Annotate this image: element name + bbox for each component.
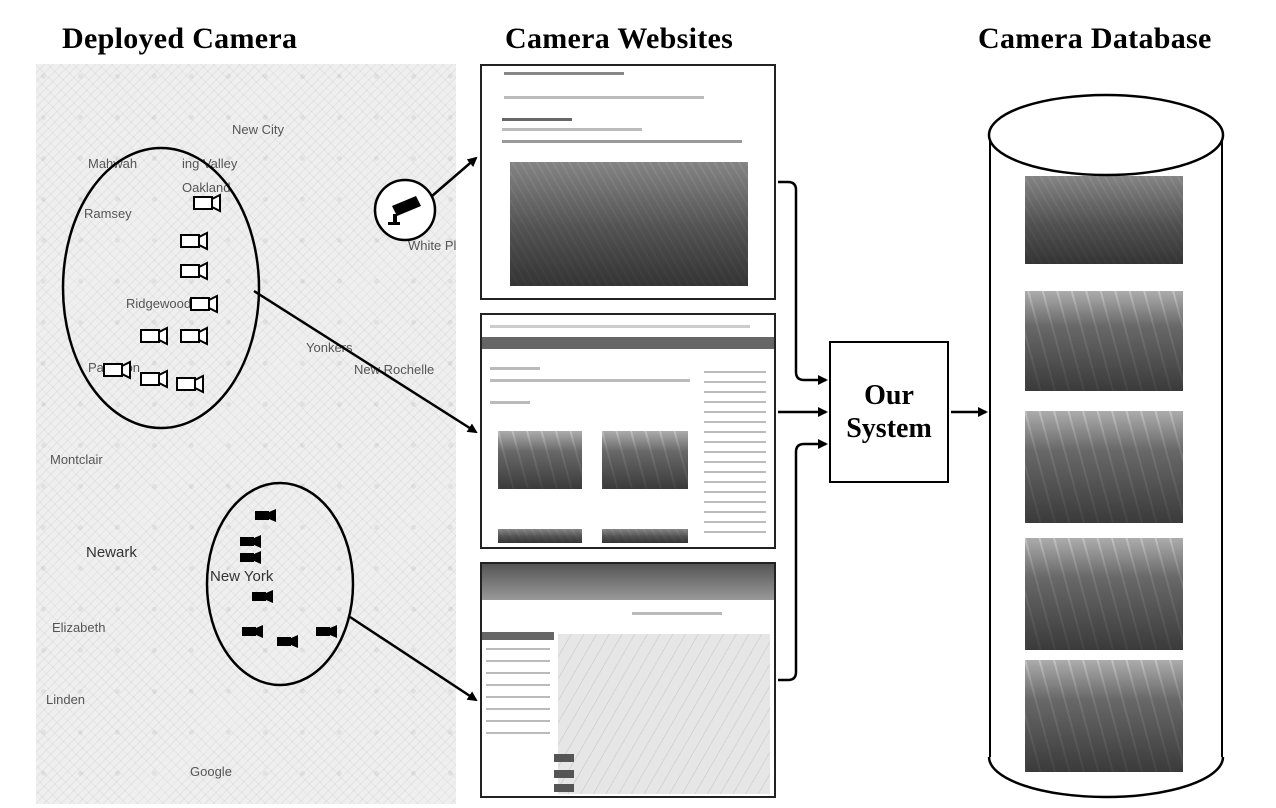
- camera-icon: [316, 625, 337, 638]
- map-label: Mahwah: [88, 156, 138, 171]
- our-system-label-line1: Our: [864, 379, 914, 411]
- database-cylinder-top: [987, 93, 1225, 177]
- camera-icons-newyork: [240, 509, 337, 648]
- camera-websites-header: Camera Websites: [505, 22, 734, 55]
- map-label: New Rochelle: [354, 362, 435, 377]
- camera-feed-image: [602, 431, 688, 489]
- camera-website-2: [480, 313, 776, 549]
- arrow-website3-to-system: [778, 439, 828, 682]
- map-label: Yonkers: [306, 340, 353, 355]
- camera-icon: [180, 261, 208, 281]
- map-label: New City: [232, 122, 285, 137]
- map-label: Ridgewood: [126, 296, 192, 311]
- camera-icon: [176, 374, 204, 394]
- camera-website-3: [480, 562, 776, 798]
- camera-icon: [240, 535, 261, 548]
- map-label: Ramsey: [84, 206, 132, 221]
- our-system-label-line2: System: [846, 413, 932, 444]
- arrow-map-to-website2: [253, 289, 478, 434]
- camera-icon: [180, 326, 208, 346]
- database-cylinder-bottom: [987, 756, 1225, 799]
- camera-cluster-ellipse-north: [61, 146, 261, 430]
- arrow-website1-to-system: [778, 180, 828, 385]
- map-label: ing Valley: [182, 156, 238, 171]
- camera-feed-image: [498, 431, 582, 489]
- camera-icon: [140, 369, 168, 389]
- our-system-box: Our System: [829, 341, 949, 483]
- cctv-camera-icon: [373, 178, 437, 242]
- map-label: Linden: [46, 692, 86, 707]
- camera-icon: [193, 193, 221, 213]
- map-label: Newark: [86, 544, 137, 561]
- camera-database-header: Camera Database: [978, 22, 1212, 55]
- map-label: Oakland: [182, 180, 231, 195]
- camera-icon: [242, 625, 263, 638]
- deployed-camera-header: Deployed Camera: [62, 22, 298, 55]
- camera-icon: [140, 326, 168, 346]
- map-label: Montclair: [50, 452, 103, 467]
- map-label: Google: [190, 764, 232, 779]
- camera-feed-image: [498, 529, 582, 543]
- database-image: [1025, 660, 1183, 772]
- camera-website-1: [480, 64, 776, 300]
- camera-feed-image: [602, 529, 688, 543]
- camera-icons-north: [103, 193, 221, 394]
- map-label: White Plai: [408, 238, 456, 253]
- camera-icon: [240, 551, 261, 564]
- camera-icon: [277, 635, 298, 648]
- database-image: [1025, 176, 1183, 264]
- camera-icon: [190, 294, 218, 314]
- camera-icon: [180, 231, 208, 251]
- camera-icon: [252, 590, 273, 603]
- arrow-cctv-to-website1: [431, 156, 478, 197]
- camera-cluster-ellipse-newyork: [205, 481, 355, 687]
- camera-icon: [103, 360, 131, 380]
- database-image: [1025, 538, 1183, 650]
- arrow-map-to-website3: [349, 615, 478, 702]
- map-label: New York: [210, 568, 274, 585]
- database-image: [1025, 291, 1183, 391]
- map-label: Elizabeth: [52, 620, 106, 635]
- database-image: [1025, 411, 1183, 523]
- camera-feed-image: [510, 162, 748, 286]
- camera-icon: [255, 509, 276, 522]
